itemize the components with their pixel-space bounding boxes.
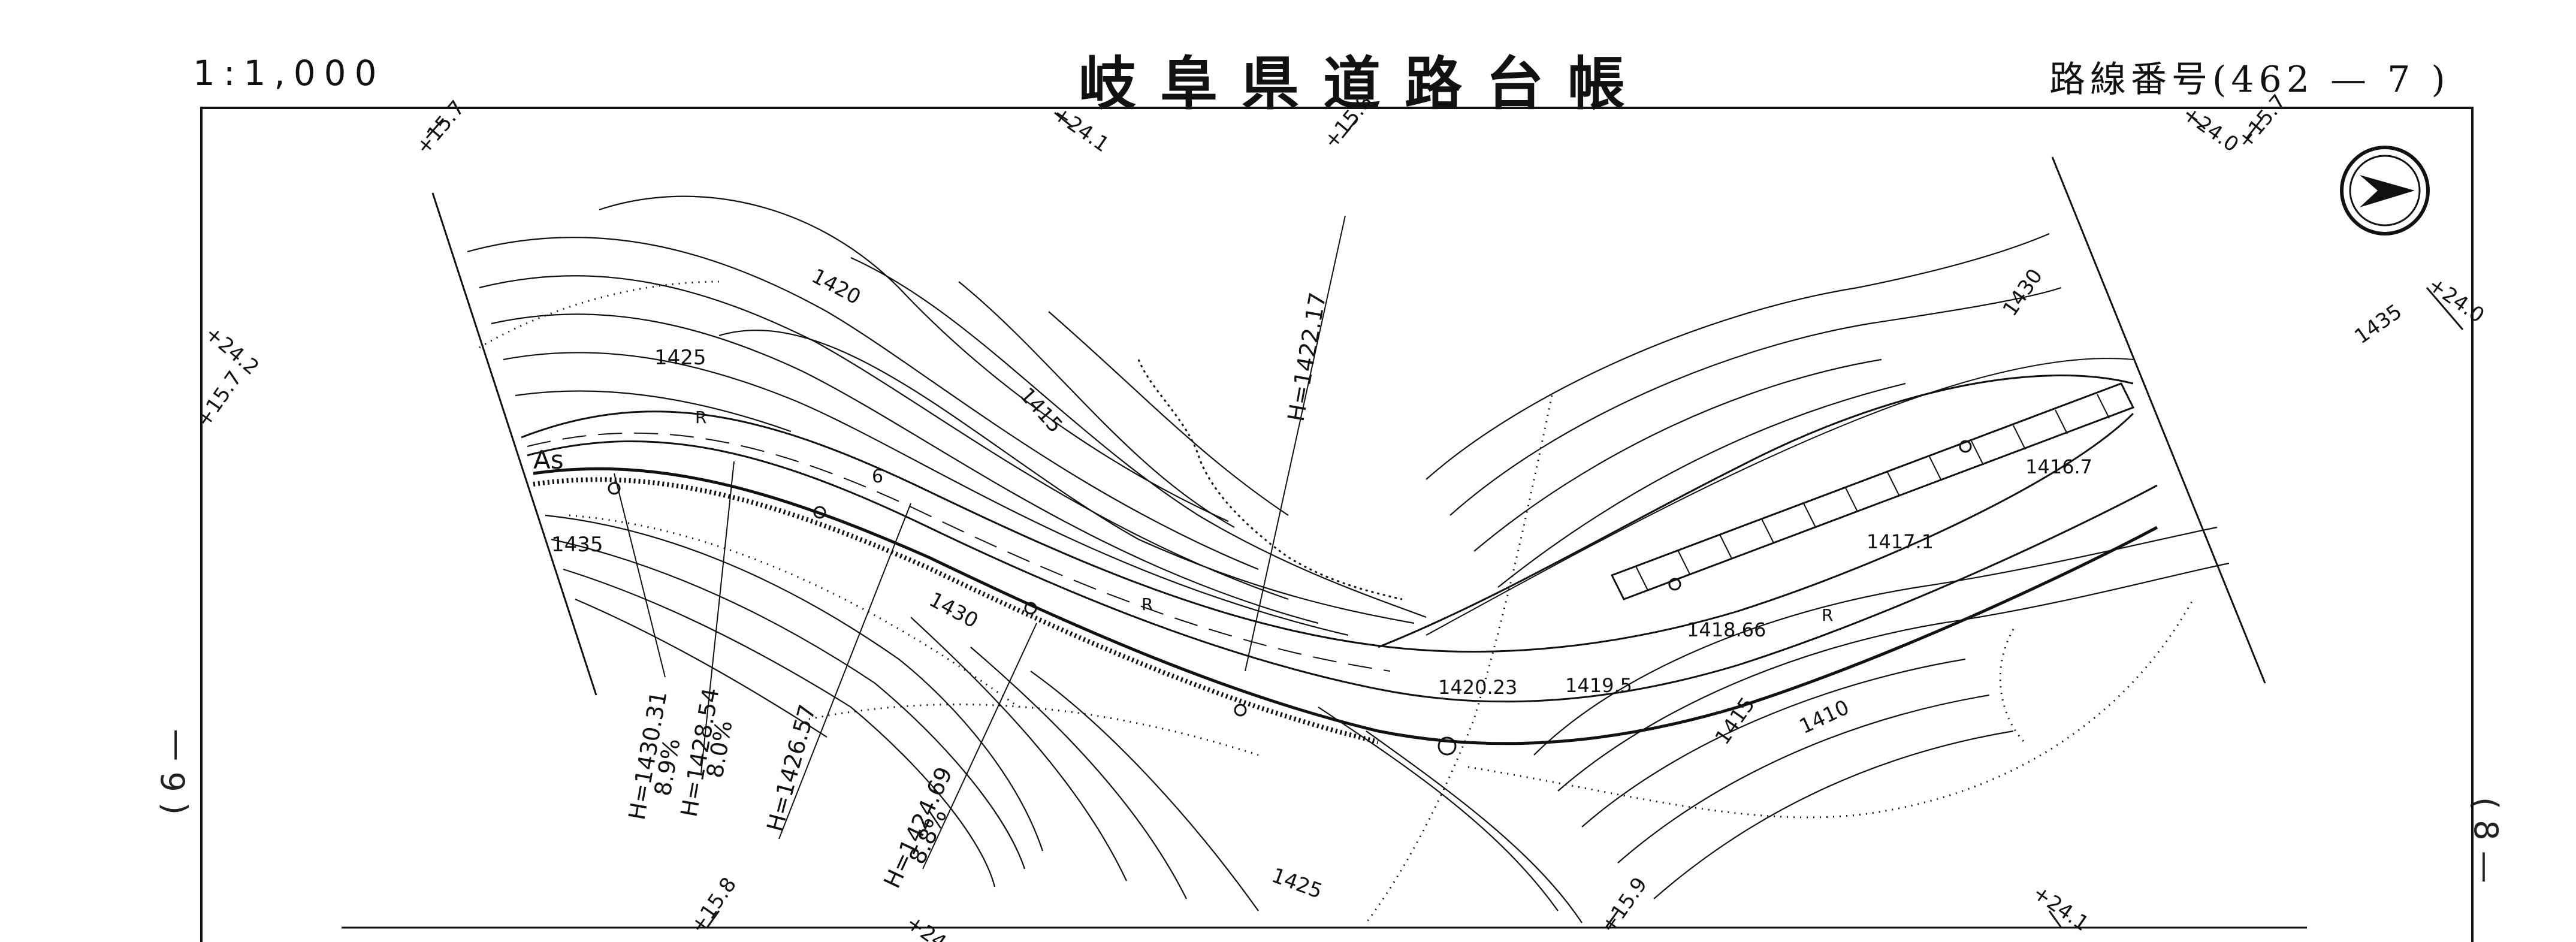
road-edges (521, 358, 2158, 745)
north-arrow-icon (2340, 146, 2430, 236)
lane-label: R (1141, 594, 1153, 614)
spot-height: 1420.23 (1438, 676, 1517, 699)
boundary-line-left (431, 192, 597, 696)
road-surface-label: As (533, 445, 564, 475)
contours-lower-left (545, 514, 1583, 923)
survey-dotted-lines (479, 280, 2194, 923)
section-height: H=1426.57 (762, 702, 821, 835)
contour-label: 1435 (2350, 300, 2406, 349)
lane-label: R (695, 407, 706, 427)
map-frame (200, 107, 2474, 942)
contours-right (1426, 233, 2230, 899)
route-marker: 6 (872, 466, 883, 487)
road-centerline (527, 432, 1391, 672)
chainage-label: +24.0 (2178, 102, 2243, 158)
chainage-label: +24.1 (1049, 102, 1113, 158)
contour-label: 1425 (654, 346, 706, 370)
guardrail (533, 477, 1379, 744)
section-height: H=1422.17 (1283, 291, 1331, 424)
chainage-label: +15.7 (2233, 90, 2291, 153)
contour-label: 1415 (1014, 383, 1067, 437)
contour-label: 1435 (551, 533, 603, 557)
section-lines (614, 461, 1037, 869)
boundary-line-right (2051, 156, 2266, 684)
spot-height: 1419.5 (1565, 674, 1632, 697)
survey-points (608, 440, 1972, 756)
chainage-label: +15.7 (411, 96, 470, 159)
section-line-1422 (1245, 215, 1346, 672)
map-labels: As R R R 6 1420 1425 1415 1435 1430 1425… (192, 90, 2489, 942)
lane-label: R (1822, 605, 1833, 625)
contours-upper-left (467, 195, 1427, 636)
cliff-line (1137, 359, 1403, 600)
contour-label: 1430 (925, 588, 982, 633)
contour-label: 1425 (1269, 864, 1325, 904)
map-scale: 1:1,000 (193, 53, 385, 93)
chainage-label: +24.2 (902, 911, 967, 942)
chainage-label: +15.7 (192, 367, 247, 431)
chainage-ticks (425, 111, 2464, 928)
spot-height: 1418.66 (1687, 618, 1766, 641)
retaining-wall (1610, 382, 2135, 600)
spot-height: 1416.7 (2025, 455, 2092, 478)
page-title: 岐阜県道路台帳 (1079, 50, 1649, 117)
spot-height: 1417.1 (1867, 530, 1934, 553)
route-number: 路線番号(462 — 7 ) (2049, 59, 2450, 101)
contour-label: 1430 (1998, 264, 2047, 321)
contour-label: 1420 (808, 264, 865, 310)
chainage-label: +24.0 (2424, 273, 2489, 328)
chainage-label: +15.8 (1319, 90, 1378, 153)
